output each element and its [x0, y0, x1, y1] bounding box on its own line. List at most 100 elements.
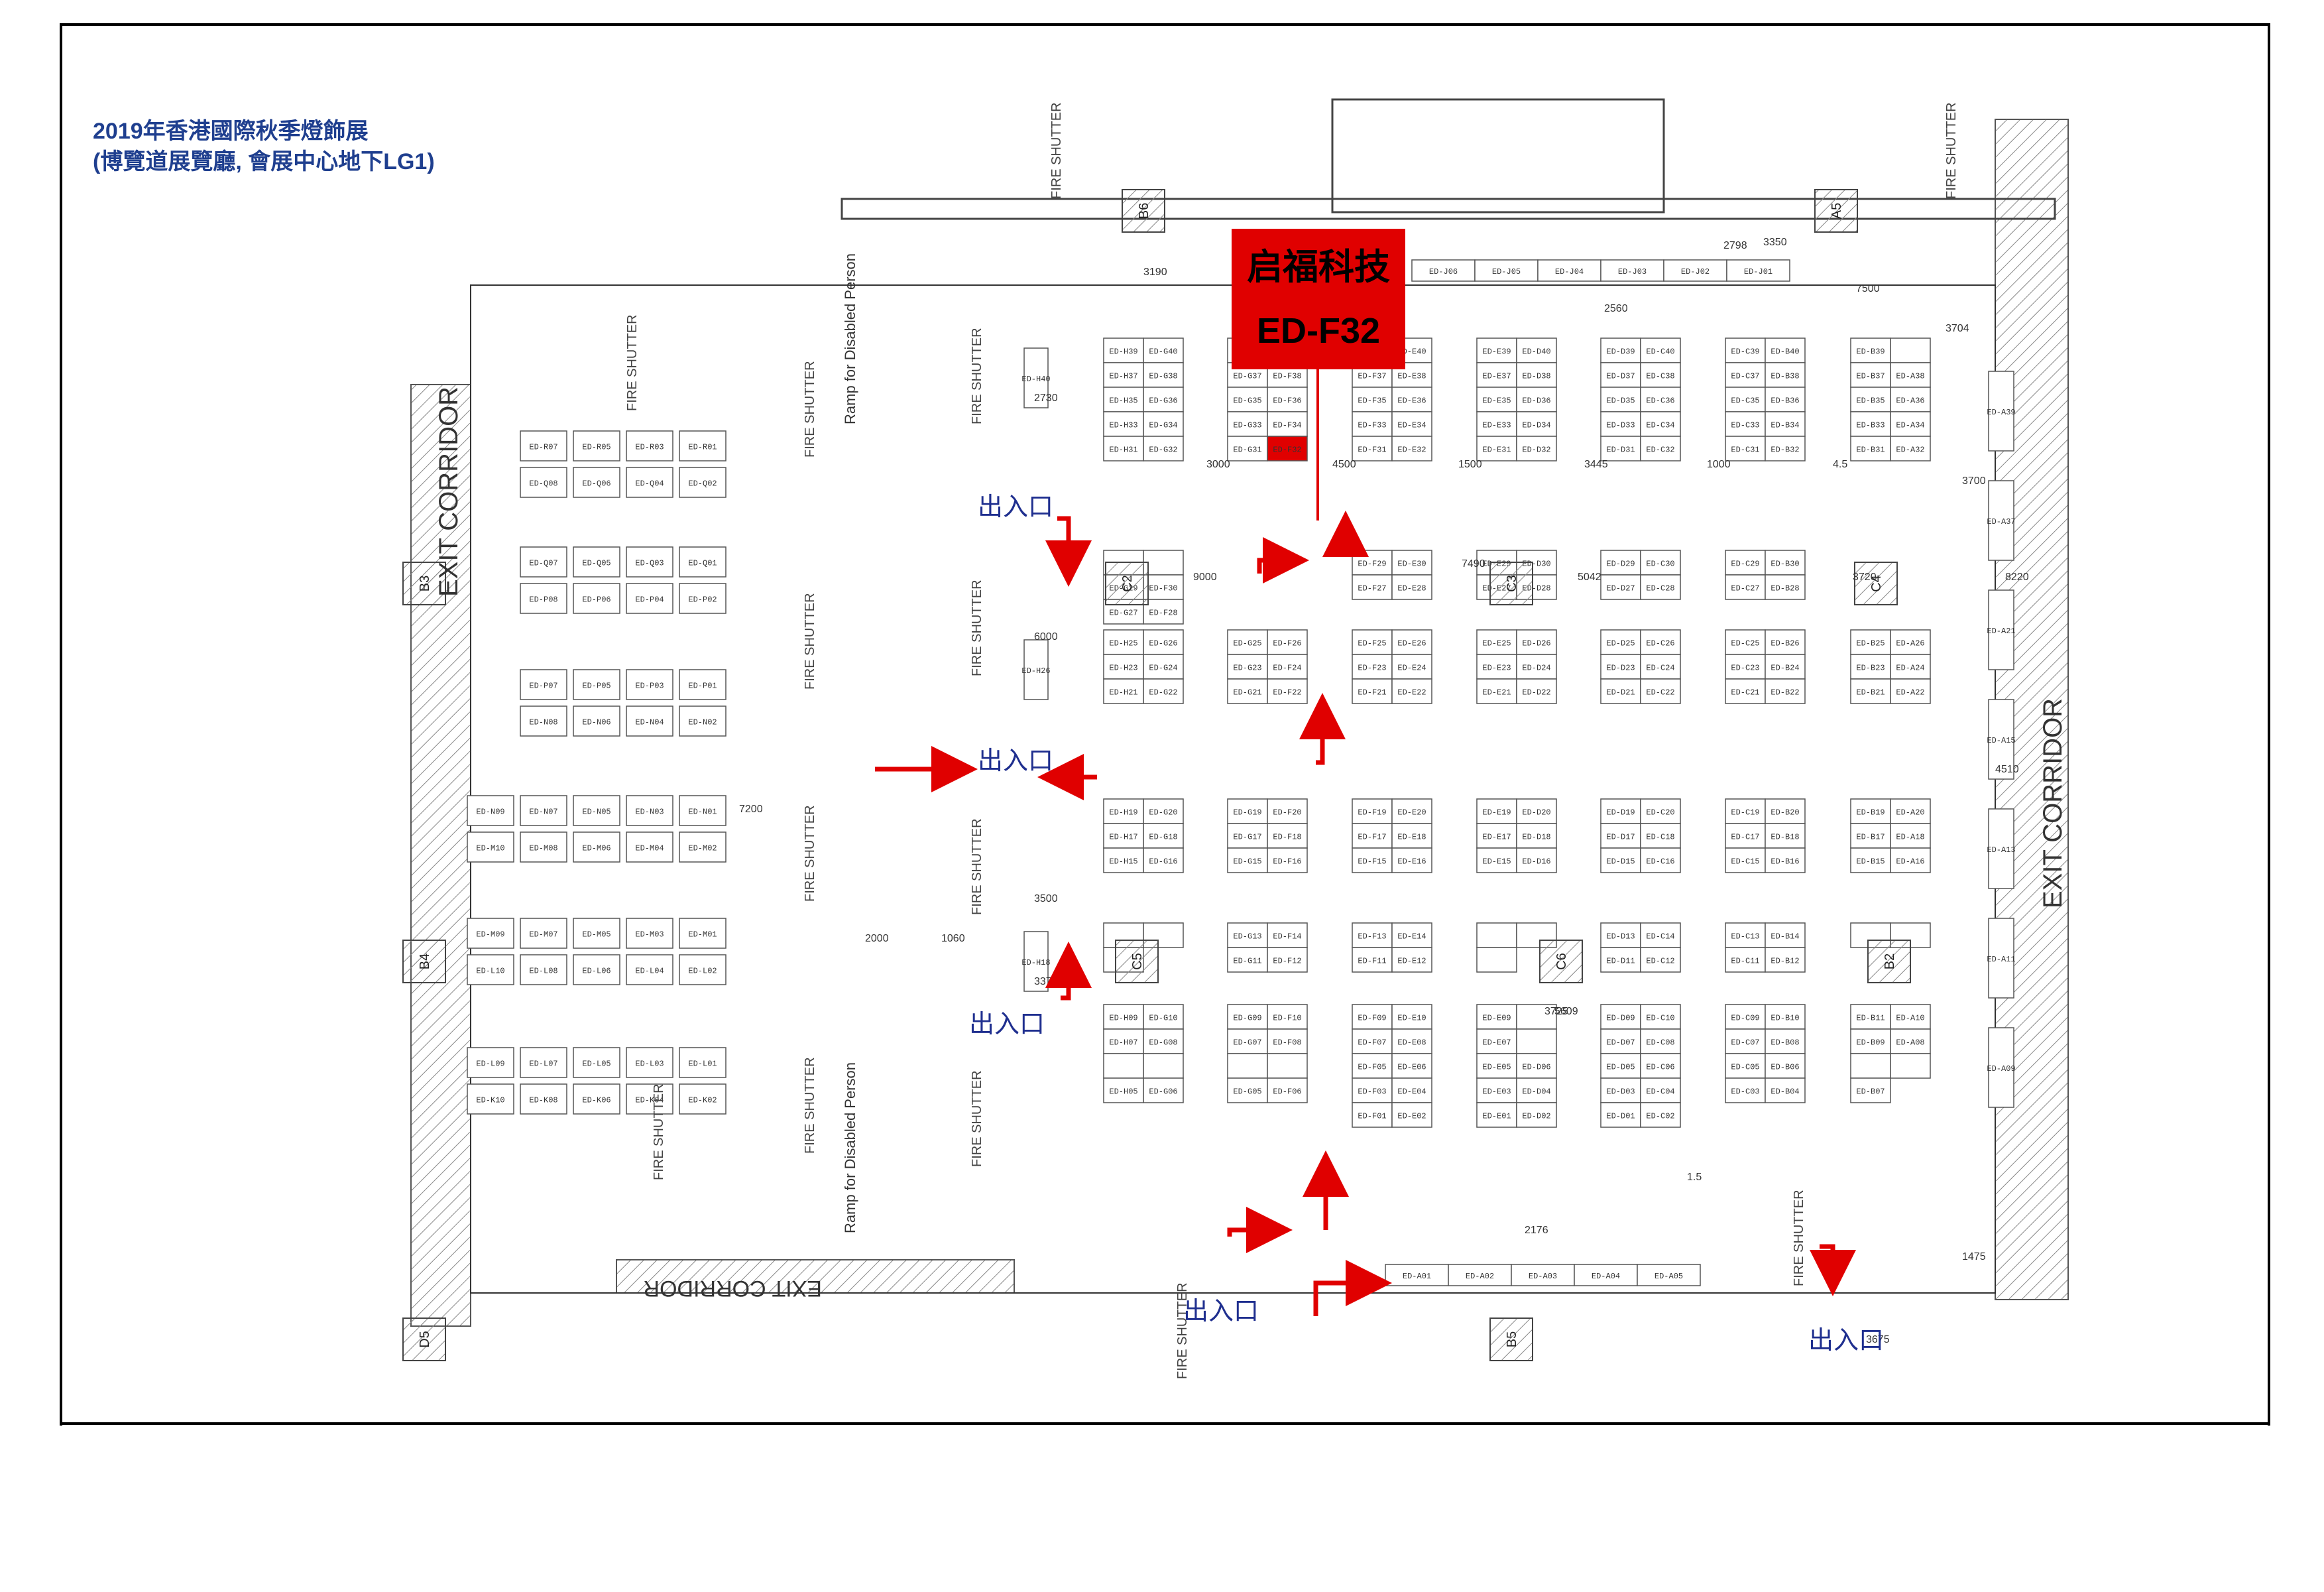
svg-text:ED-F13: ED-F13 — [1358, 932, 1386, 942]
svg-text:C5: C5 — [1130, 953, 1145, 970]
booth-cell: ED-B04 — [1765, 1077, 1806, 1103]
booth-cell: ED-D17 — [1600, 823, 1641, 849]
svg-text:ED-M05: ED-M05 — [582, 930, 610, 940]
booth-cell: ED-C02 — [1640, 1102, 1681, 1128]
svg-text:ED-D15: ED-D15 — [1606, 857, 1635, 867]
booth-west-block: ED-N05 — [573, 795, 620, 826]
svg-text:ED-B18: ED-B18 — [1771, 833, 1799, 842]
booth-cell: ED-F15 — [1352, 847, 1393, 873]
dimension-label: 3700 — [1962, 475, 1986, 487]
svg-text:ED-D06: ED-D06 — [1522, 1063, 1550, 1072]
booth-cell: ED-D23 — [1600, 654, 1641, 680]
svg-text:ED-G26: ED-G26 — [1149, 639, 1177, 648]
svg-text:ED-M06: ED-M06 — [582, 844, 610, 853]
svg-text:ED-E22: ED-E22 — [1397, 688, 1426, 698]
svg-text:ED-D05: ED-D05 — [1606, 1063, 1635, 1072]
booth-right-column: ED-A13 — [1987, 808, 2016, 889]
svg-text:ED-F22: ED-F22 — [1273, 688, 1301, 698]
booth-cell: ED-C12 — [1640, 947, 1681, 973]
svg-text:ED-E30: ED-E30 — [1397, 560, 1426, 569]
booth-cell: ED-B40 — [1765, 337, 1806, 363]
booth-cell: ED-B21 — [1850, 678, 1891, 704]
svg-text:ED-G37: ED-G37 — [1233, 372, 1261, 381]
booth-west-block: ED-L01 — [679, 1047, 726, 1078]
booth-cell: ED-E04 — [1391, 1077, 1432, 1103]
booth-cell — [1227, 1053, 1268, 1079]
booth-cell: ED-E18 — [1391, 823, 1432, 849]
booth-cell: ED-G35 — [1227, 387, 1268, 412]
booth-cell: ED-G10 — [1143, 1004, 1184, 1030]
svg-text:ED-N02: ED-N02 — [688, 718, 717, 727]
svg-text:ED-B20: ED-B20 — [1771, 808, 1799, 818]
svg-text:ED-C26: ED-C26 — [1646, 639, 1674, 648]
booth-bottom-row: ED-A01 — [1385, 1264, 1449, 1286]
svg-text:ED-D22: ED-D22 — [1522, 688, 1550, 698]
svg-text:ED-B23: ED-B23 — [1856, 664, 1885, 673]
booth-cell: ED-E10 — [1391, 1004, 1432, 1030]
corridor-label-east: EXIT CORRIDOR — [2038, 698, 2067, 908]
booth-cell: ED-E16 — [1391, 847, 1432, 873]
frame-bottom-rule — [60, 1422, 2270, 1425]
svg-text:ED-D11: ED-D11 — [1606, 957, 1635, 966]
booth-cell: ED-D13 — [1600, 922, 1641, 948]
svg-text:ED-F09: ED-F09 — [1358, 1014, 1386, 1023]
booth-west-block: ED-Q06 — [573, 467, 620, 498]
booth-cell: ED-B16 — [1765, 847, 1806, 873]
booth-west-block: ED-M04 — [626, 831, 673, 863]
booth-cell: ED-G07 — [1227, 1028, 1268, 1054]
svg-text:ED-C13: ED-C13 — [1731, 932, 1759, 942]
booth-west-block: ED-N02 — [679, 705, 726, 737]
svg-text:ED-R01: ED-R01 — [688, 443, 717, 452]
booth-cell: ED-D35 — [1600, 387, 1641, 412]
booth-cell: ED-D02 — [1516, 1102, 1557, 1128]
booth-cell: ED-H23 — [1103, 654, 1144, 680]
svg-text:ED-D25: ED-D25 — [1606, 639, 1635, 648]
booth-cell: ED-F23 — [1352, 654, 1393, 680]
booth-cell: ED-D38 — [1516, 362, 1557, 388]
dimension-label: 2560 — [1604, 303, 1628, 314]
booth-cell: ED-B38 — [1765, 362, 1806, 388]
booth-cell: ED-C04 — [1640, 1077, 1681, 1103]
svg-text:ED-E06: ED-E06 — [1397, 1063, 1426, 1072]
fire-shutter-label-12: FIRE SHUTTER — [1175, 1282, 1190, 1379]
booth-cell: ED-B22 — [1765, 678, 1806, 704]
booth-cell: ED-F12 — [1267, 947, 1308, 973]
svg-text:ED-C15: ED-C15 — [1731, 857, 1759, 867]
svg-text:ED-G17: ED-G17 — [1233, 833, 1261, 842]
svg-text:ED-E12: ED-E12 — [1397, 957, 1426, 966]
svg-text:ED-F30: ED-F30 — [1149, 584, 1177, 593]
booth-cell: ED-B26 — [1765, 629, 1806, 655]
booth-cell: ED-G40 — [1143, 337, 1184, 363]
entrance-arrow — [1045, 942, 1092, 1001]
dimension-label: 2730 — [1034, 393, 1058, 404]
svg-text:ED-F05: ED-F05 — [1358, 1063, 1386, 1072]
booth-cell: ED-C05 — [1725, 1053, 1766, 1079]
booth-cell: ED-C32 — [1640, 436, 1681, 461]
booth-cell: ED-D09 — [1600, 1004, 1641, 1030]
booth-cell — [1516, 922, 1557, 948]
booth-cell: ED-B11 — [1850, 1004, 1891, 1030]
dimension-label: 3445 — [1584, 459, 1608, 470]
pillar-node: C6 — [1539, 940, 1583, 983]
svg-text:ED-F19: ED-F19 — [1358, 808, 1386, 818]
booth-cell — [1516, 1004, 1557, 1030]
fire-shutter-label-14: FIRE SHUTTER — [652, 1083, 666, 1180]
booth-west-block: ED-K10 — [467, 1083, 514, 1115]
svg-text:ED-C28: ED-C28 — [1646, 584, 1674, 593]
svg-text:ED-K10: ED-K10 — [476, 1096, 504, 1105]
booth-west-block: ED-Q01 — [679, 546, 726, 578]
booth-cell: ED-H33 — [1103, 411, 1144, 437]
svg-text:ED-Q06: ED-Q06 — [582, 479, 610, 489]
svg-text:ED-P01: ED-P01 — [688, 682, 717, 691]
svg-text:ED-E37: ED-E37 — [1482, 372, 1511, 381]
booth-cell: ED-G17 — [1227, 823, 1268, 849]
booth-left-small: ED-H18 — [1021, 931, 1051, 992]
svg-text:ED-C32: ED-C32 — [1646, 446, 1674, 455]
pillar-node: C3 — [1489, 562, 1533, 605]
booth-cell: ED-F13 — [1352, 922, 1393, 948]
svg-text:ED-E39: ED-E39 — [1482, 347, 1511, 357]
svg-text:ED-D34: ED-D34 — [1522, 421, 1550, 430]
svg-text:ED-A11: ED-A11 — [1987, 955, 2015, 964]
booth-cell: ED-C26 — [1640, 629, 1681, 655]
svg-text:ED-A09: ED-A09 — [1987, 1064, 2015, 1073]
